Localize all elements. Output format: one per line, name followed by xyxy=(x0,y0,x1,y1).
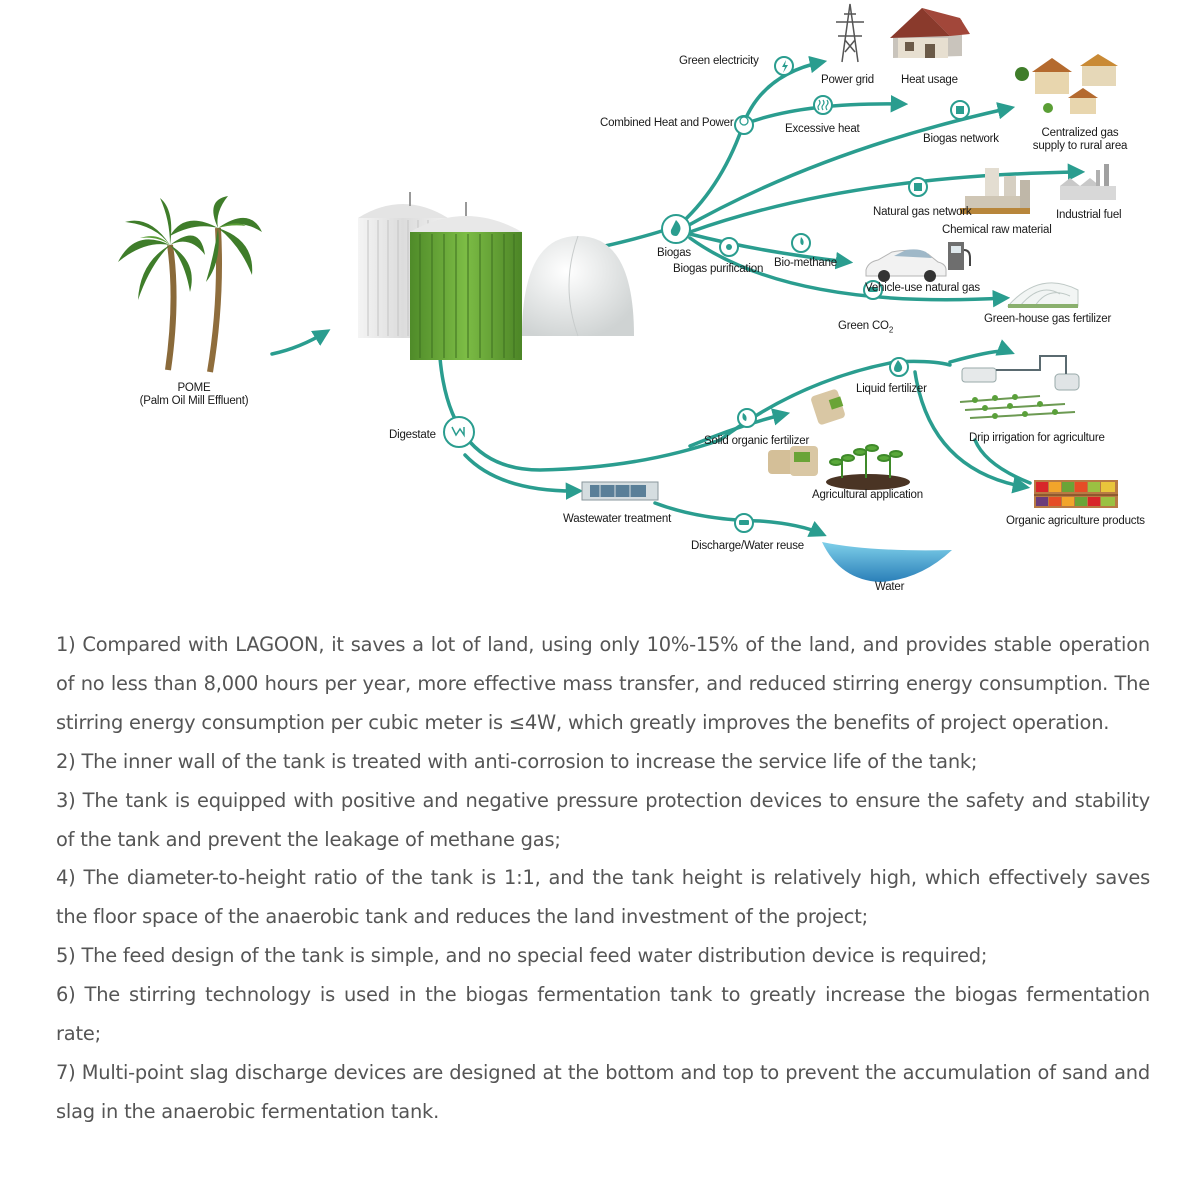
factory-icon xyxy=(1060,164,1116,200)
feature-item-2: 2) The inner wall of the tank is treated… xyxy=(56,749,978,773)
power-grid-label: Power grid xyxy=(821,74,874,86)
heat-icon xyxy=(817,99,829,111)
house-icon xyxy=(890,8,970,58)
flow-diagram-svg xyxy=(118,3,1118,582)
pome-title: POME xyxy=(177,382,211,394)
feature-item-7: 7) Multi-point slag discharge devices ar… xyxy=(56,1060,1150,1123)
methane-icon xyxy=(800,237,804,245)
green-co2-label: Green CO2 xyxy=(838,320,893,336)
gas-pipe-icon xyxy=(914,183,922,191)
chemical-raw-material-label: Chemical raw material xyxy=(942,224,1052,236)
industrial-fuel-label: Industrial fuel xyxy=(1056,209,1122,221)
digestate-label: Digestate xyxy=(389,429,436,441)
wastewater-plant-icon xyxy=(581,481,659,501)
greenhouse-label: Green-house gas fertilizer xyxy=(984,313,1112,325)
liquid-fertilizer-label: Liquid fertilizer xyxy=(856,383,927,395)
centralized-gas-label: Centralized gas supply to rural area xyxy=(1028,127,1132,153)
feature-item-4: 4) The diameter-to-height ratio of the t… xyxy=(56,866,1150,929)
feature-item-5: 5) The feed design of the tank is simple… xyxy=(56,944,988,968)
drip-irrigation-label: Drip irrigation for agriculture xyxy=(969,432,1105,444)
chemical-plant-icon xyxy=(960,168,1030,214)
natural-gas-network-label: Natural gas network xyxy=(873,206,972,218)
rural-village-icon xyxy=(1015,54,1118,114)
organic-products-label: Organic agriculture products xyxy=(1006,515,1145,527)
green-co2-subscript: 2 xyxy=(888,325,894,335)
bio-methane-label: Bio-methane xyxy=(774,257,838,269)
flame-icon xyxy=(670,220,681,236)
heat-usage-label: Heat usage xyxy=(901,74,958,86)
chp-label: Combined Heat and Power xyxy=(600,117,734,129)
pipe-icon xyxy=(956,106,964,114)
feature-item-1: 1) Compared with LAGOON, it saves a lot … xyxy=(56,633,1150,734)
purification-icon xyxy=(726,244,732,250)
wastewater-treatment-label: Wastewater treatment xyxy=(563,513,672,525)
excessive-heat-label: Excessive heat xyxy=(785,123,860,135)
feature-list: 1) Compared with LAGOON, it saves a lot … xyxy=(56,626,1150,1132)
green-digester-tank-icon xyxy=(410,202,522,360)
biogas-label: Biogas xyxy=(657,247,691,259)
water-body-icon xyxy=(822,542,952,582)
biogas-purification-label: Biogas purification xyxy=(673,263,764,275)
solid-fertilizer-label: Solid organic fertilizer xyxy=(704,435,810,447)
vehicle-use-label: Vehicle-use natural gas xyxy=(865,282,980,294)
green-co2-text: Green CO xyxy=(838,320,889,332)
feature-item-6: 6) The stirring technology is used in th… xyxy=(56,983,1150,1046)
centralized-gas-line1: Centralized gas xyxy=(1041,127,1119,139)
green-electricity-label: Green electricity xyxy=(679,55,759,67)
drip-irrigation-icon xyxy=(959,355,1080,419)
leaf-icon xyxy=(742,413,747,421)
co2-icon xyxy=(868,287,878,292)
biogas-dome-icon xyxy=(522,235,634,337)
produce-crate-icon xyxy=(1034,480,1118,508)
biogas-network-label: Biogas network xyxy=(923,133,999,145)
centralized-gas-line2: supply to rural area xyxy=(1032,140,1128,152)
node-glyphs xyxy=(451,60,964,525)
greenhouse-icon xyxy=(1006,282,1079,308)
discharge-label: Discharge/Water reuse xyxy=(691,540,804,552)
chp-icon xyxy=(739,116,749,126)
plants-icon xyxy=(826,444,910,490)
lightning-icon xyxy=(782,60,788,73)
agricultural-application-label: Agricultural application xyxy=(812,489,923,501)
fertilizer-bags-icon xyxy=(768,389,845,476)
water-label: Water xyxy=(875,581,905,593)
pome-label: POME (Palm Oil Mill Effluent) xyxy=(138,382,250,408)
power-tower-icon xyxy=(836,3,864,63)
water-reuse-icon xyxy=(739,520,749,525)
gas-pump-icon xyxy=(948,242,971,270)
feature-item-3: 3) The tank is equipped with positive an… xyxy=(56,788,1150,851)
car-icon xyxy=(865,249,947,282)
palm-trees-icon xyxy=(118,196,262,373)
digestate-icon xyxy=(451,426,465,438)
drop-icon xyxy=(894,360,903,372)
biogas-flow-diagram: POME (Palm Oil Mill Effluent) Digestate … xyxy=(118,3,1145,593)
pome-subtitle: (Palm Oil Mill Effluent) xyxy=(139,395,249,407)
